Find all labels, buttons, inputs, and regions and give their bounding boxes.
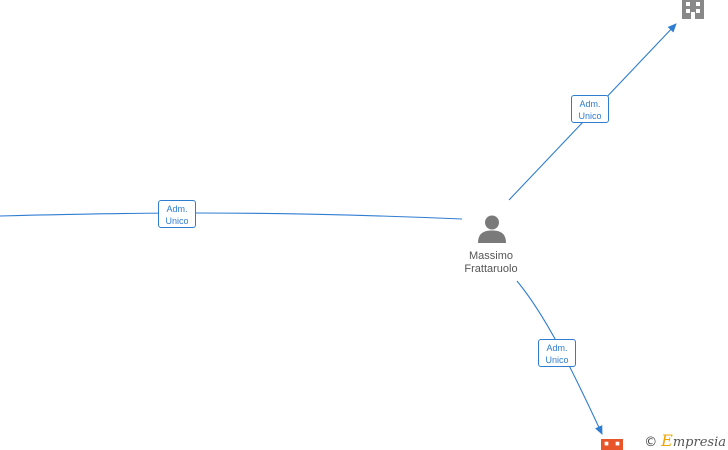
person-name-first: Massimo xyxy=(468,250,513,262)
person-name[interactable]: Massimo Frattaruolo xyxy=(450,250,532,276)
relation-label-line1: Adm. xyxy=(166,204,188,214)
person-name-last: Frattaruolo xyxy=(464,263,518,275)
relation-label-line2: Unico xyxy=(545,355,569,365)
edge-left xyxy=(0,212,463,220)
building-icon[interactable] xyxy=(599,439,625,450)
relation-label-bottom[interactable]: Adm. Unico xyxy=(538,339,576,367)
relation-label-line1: Adm. xyxy=(579,99,601,109)
relation-label-line2: Unico xyxy=(578,111,602,121)
relation-label-line2: Unico xyxy=(165,216,189,226)
footer-brand: © Empresia xyxy=(644,431,726,450)
copyright-icon: © xyxy=(644,435,658,450)
brand-logo-initial: E xyxy=(661,431,673,450)
person-icon[interactable] xyxy=(476,214,508,244)
relation-label-line1: Adm. xyxy=(546,343,568,353)
relation-label-left[interactable]: Adm. Unico xyxy=(158,200,196,228)
building-icon[interactable] xyxy=(678,0,708,20)
relation-label-top-right[interactable]: Adm. Unico xyxy=(571,95,609,123)
brand-logo-text: mpresia xyxy=(672,435,726,450)
